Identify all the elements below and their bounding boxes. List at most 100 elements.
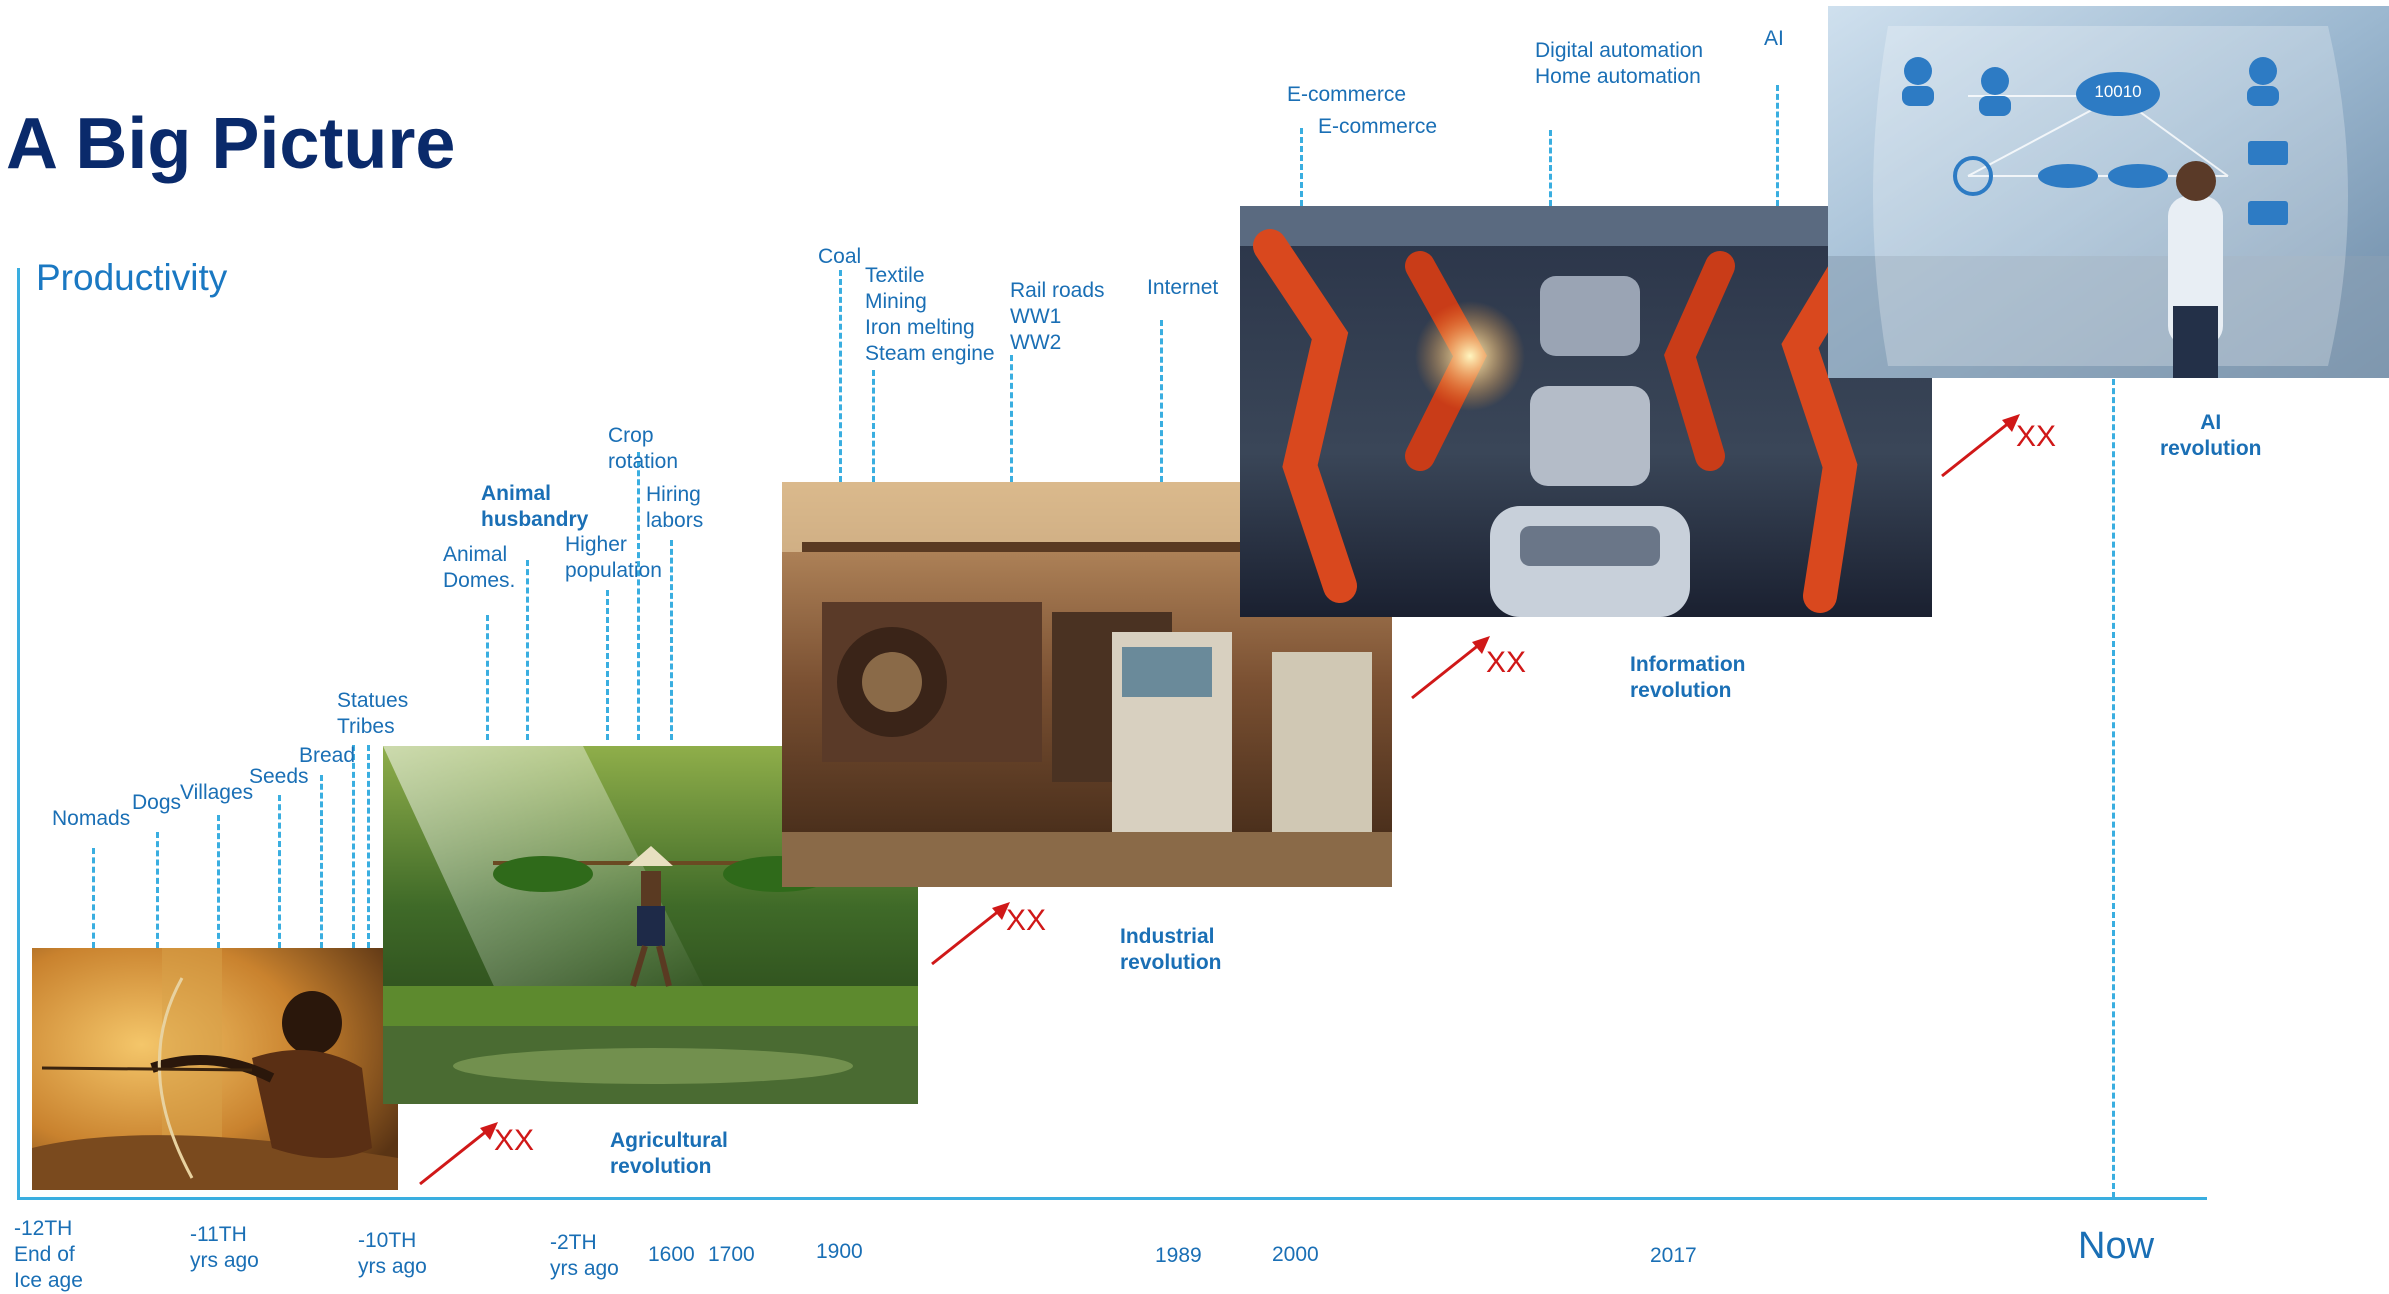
dash-digital-automation bbox=[1549, 130, 1552, 206]
label-industrial-events: Textile Mining Iron melting Steam engine bbox=[865, 263, 995, 367]
label-animal-domes-line1: Animal bbox=[443, 543, 508, 566]
date-12th-line2: End of bbox=[14, 1243, 75, 1266]
agricultural-revolution-line2: revolution bbox=[610, 1155, 712, 1178]
growth-arrow-icon bbox=[419, 1122, 498, 1186]
ai-revolution-line2: revolution bbox=[2160, 437, 2262, 460]
dash-tribes bbox=[352, 745, 355, 948]
label-higher-population: Higher population bbox=[565, 532, 662, 584]
label-digital-automation: Digital automation bbox=[1535, 39, 1704, 62]
industrial-revolution-line1: Industrial bbox=[1120, 925, 1215, 948]
ai-network-photo: 10010 bbox=[1828, 6, 2389, 378]
date-2017: 2017 bbox=[1650, 1244, 1697, 1267]
dash-seeds bbox=[278, 795, 281, 948]
hunter-photo bbox=[32, 948, 398, 1190]
agricultural-revolution-line1: Agricultural bbox=[610, 1129, 728, 1152]
x-axis-line bbox=[17, 1197, 2207, 1200]
dash-nomads bbox=[92, 848, 95, 948]
date-11th-line1: -11TH bbox=[190, 1223, 247, 1246]
rice-farmer-photo bbox=[383, 746, 918, 1104]
date-1900: 1900 bbox=[816, 1240, 863, 1263]
dash-dogs bbox=[156, 832, 159, 948]
date-11th-line2: yrs ago bbox=[190, 1249, 259, 1272]
growth-arrow-icon bbox=[931, 902, 1010, 966]
date-2th-line2: yrs ago bbox=[550, 1257, 619, 1280]
date-12th-line3: Ice age bbox=[14, 1269, 83, 1292]
dash-railroads bbox=[1010, 355, 1013, 482]
label-higher-population-line2: population bbox=[565, 559, 662, 582]
label-dogs: Dogs bbox=[132, 791, 182, 814]
label-hiring-labors-line1: Hiring bbox=[646, 483, 701, 506]
growth-arrow-icon bbox=[1411, 636, 1490, 700]
ai-revolution-label: AI revolution bbox=[2160, 410, 2262, 462]
label-home-automation: Home automation bbox=[1535, 65, 1701, 88]
date-10th: -10TH yrs ago bbox=[358, 1228, 427, 1280]
label-higher-population-line1: Higher bbox=[565, 533, 627, 556]
date-10th-line2: yrs ago bbox=[358, 1255, 427, 1278]
label-hiring-labors-line2: labors bbox=[646, 509, 704, 532]
marker-xx-industrial: XX bbox=[1006, 904, 1047, 937]
y-axis-line bbox=[17, 268, 20, 1200]
label-crop-rotation-line1: Crop bbox=[608, 424, 654, 447]
label-statues: Statues bbox=[337, 689, 409, 712]
date-now: Now bbox=[2078, 1225, 2155, 1267]
label-crop-rotation: Crop rotation bbox=[608, 423, 678, 475]
dash-coal bbox=[839, 270, 842, 482]
label-crop-rotation-line2: rotation bbox=[608, 450, 679, 473]
label-ecommerce-2: E-commerce bbox=[1318, 115, 1438, 138]
dash-animal-domes bbox=[486, 615, 489, 740]
dash-textile bbox=[872, 370, 875, 482]
label-transport-wars: Rail roads WW1 WW2 bbox=[1010, 278, 1105, 356]
dash-hiring-labors bbox=[670, 540, 673, 740]
date-12th: -12TH End of Ice age bbox=[14, 1216, 83, 1294]
label-animal-husbandry-line2: husbandry bbox=[481, 508, 589, 531]
growth-arrow-icon bbox=[1941, 414, 2020, 478]
marker-xx-information: XX bbox=[1486, 646, 1527, 679]
page-title: A Big Picture bbox=[6, 104, 456, 184]
dash-ecommerce bbox=[1300, 128, 1303, 206]
label-animal-husbandry: Animal husbandry bbox=[481, 481, 588, 533]
date-1989: 1989 bbox=[1155, 1244, 1202, 1267]
label-ecommerce-1: E-commerce bbox=[1287, 83, 1407, 106]
date-1600: 1600 bbox=[648, 1243, 695, 1266]
industrial-revolution-label: Industrial revolution bbox=[1120, 924, 1222, 976]
information-revolution-line1: Information bbox=[1630, 653, 1746, 676]
date-2th: -2TH yrs ago bbox=[550, 1230, 619, 1282]
label-tribes: Tribes bbox=[337, 715, 395, 738]
label-seeds: Seeds bbox=[249, 765, 309, 788]
dash-now bbox=[2112, 370, 2115, 1198]
label-hiring-labors: Hiring labors bbox=[646, 482, 703, 534]
dash-villages bbox=[217, 815, 220, 948]
label-automation: Digital automation Home automation bbox=[1535, 38, 1703, 90]
date-10th-line1: -10TH bbox=[358, 1229, 417, 1252]
label-animal-husbandry-line1: Animal bbox=[481, 482, 552, 505]
label-nomads: Nomads bbox=[52, 807, 131, 830]
label-ww1: WW1 bbox=[1010, 305, 1062, 328]
label-ai: AI bbox=[1764, 27, 1784, 50]
date-11th: -11TH yrs ago bbox=[190, 1222, 259, 1274]
marker-xx-ai: XX bbox=[2016, 420, 2057, 453]
label-mining: Mining bbox=[865, 290, 927, 313]
label-textile: Textile bbox=[865, 264, 925, 287]
marker-xx-agricultural: XX bbox=[494, 1124, 535, 1157]
ai-revolution-line1: AI bbox=[2200, 411, 2222, 434]
dash-higher-population bbox=[606, 590, 609, 740]
dash-animal-husbandry bbox=[526, 560, 529, 740]
information-revolution-label: Information revolution bbox=[1630, 652, 1746, 704]
dash-crop-rotation bbox=[637, 452, 640, 740]
label-villages: Villages bbox=[180, 781, 254, 804]
date-2000: 2000 bbox=[1272, 1243, 1319, 1266]
date-1700: 1700 bbox=[708, 1243, 755, 1266]
label-animal-domes-line2: Domes. bbox=[443, 569, 516, 592]
cloud-binary-text: 10010 bbox=[2094, 82, 2142, 101]
industrial-revolution-line2: revolution bbox=[1120, 951, 1222, 974]
label-internet: Internet bbox=[1147, 276, 1219, 299]
label-bread: Bread bbox=[299, 744, 356, 767]
label-steam-engine: Steam engine bbox=[865, 342, 995, 365]
information-revolution-line2: revolution bbox=[1630, 679, 1732, 702]
label-animal-domes: Animal Domes. bbox=[443, 542, 515, 594]
dash-bread bbox=[320, 775, 323, 948]
label-coal: Coal bbox=[818, 245, 862, 268]
label-ww2: WW2 bbox=[1010, 331, 1062, 354]
agricultural-revolution-label: Agricultural revolution bbox=[610, 1128, 728, 1180]
dash-ai bbox=[1776, 85, 1779, 206]
